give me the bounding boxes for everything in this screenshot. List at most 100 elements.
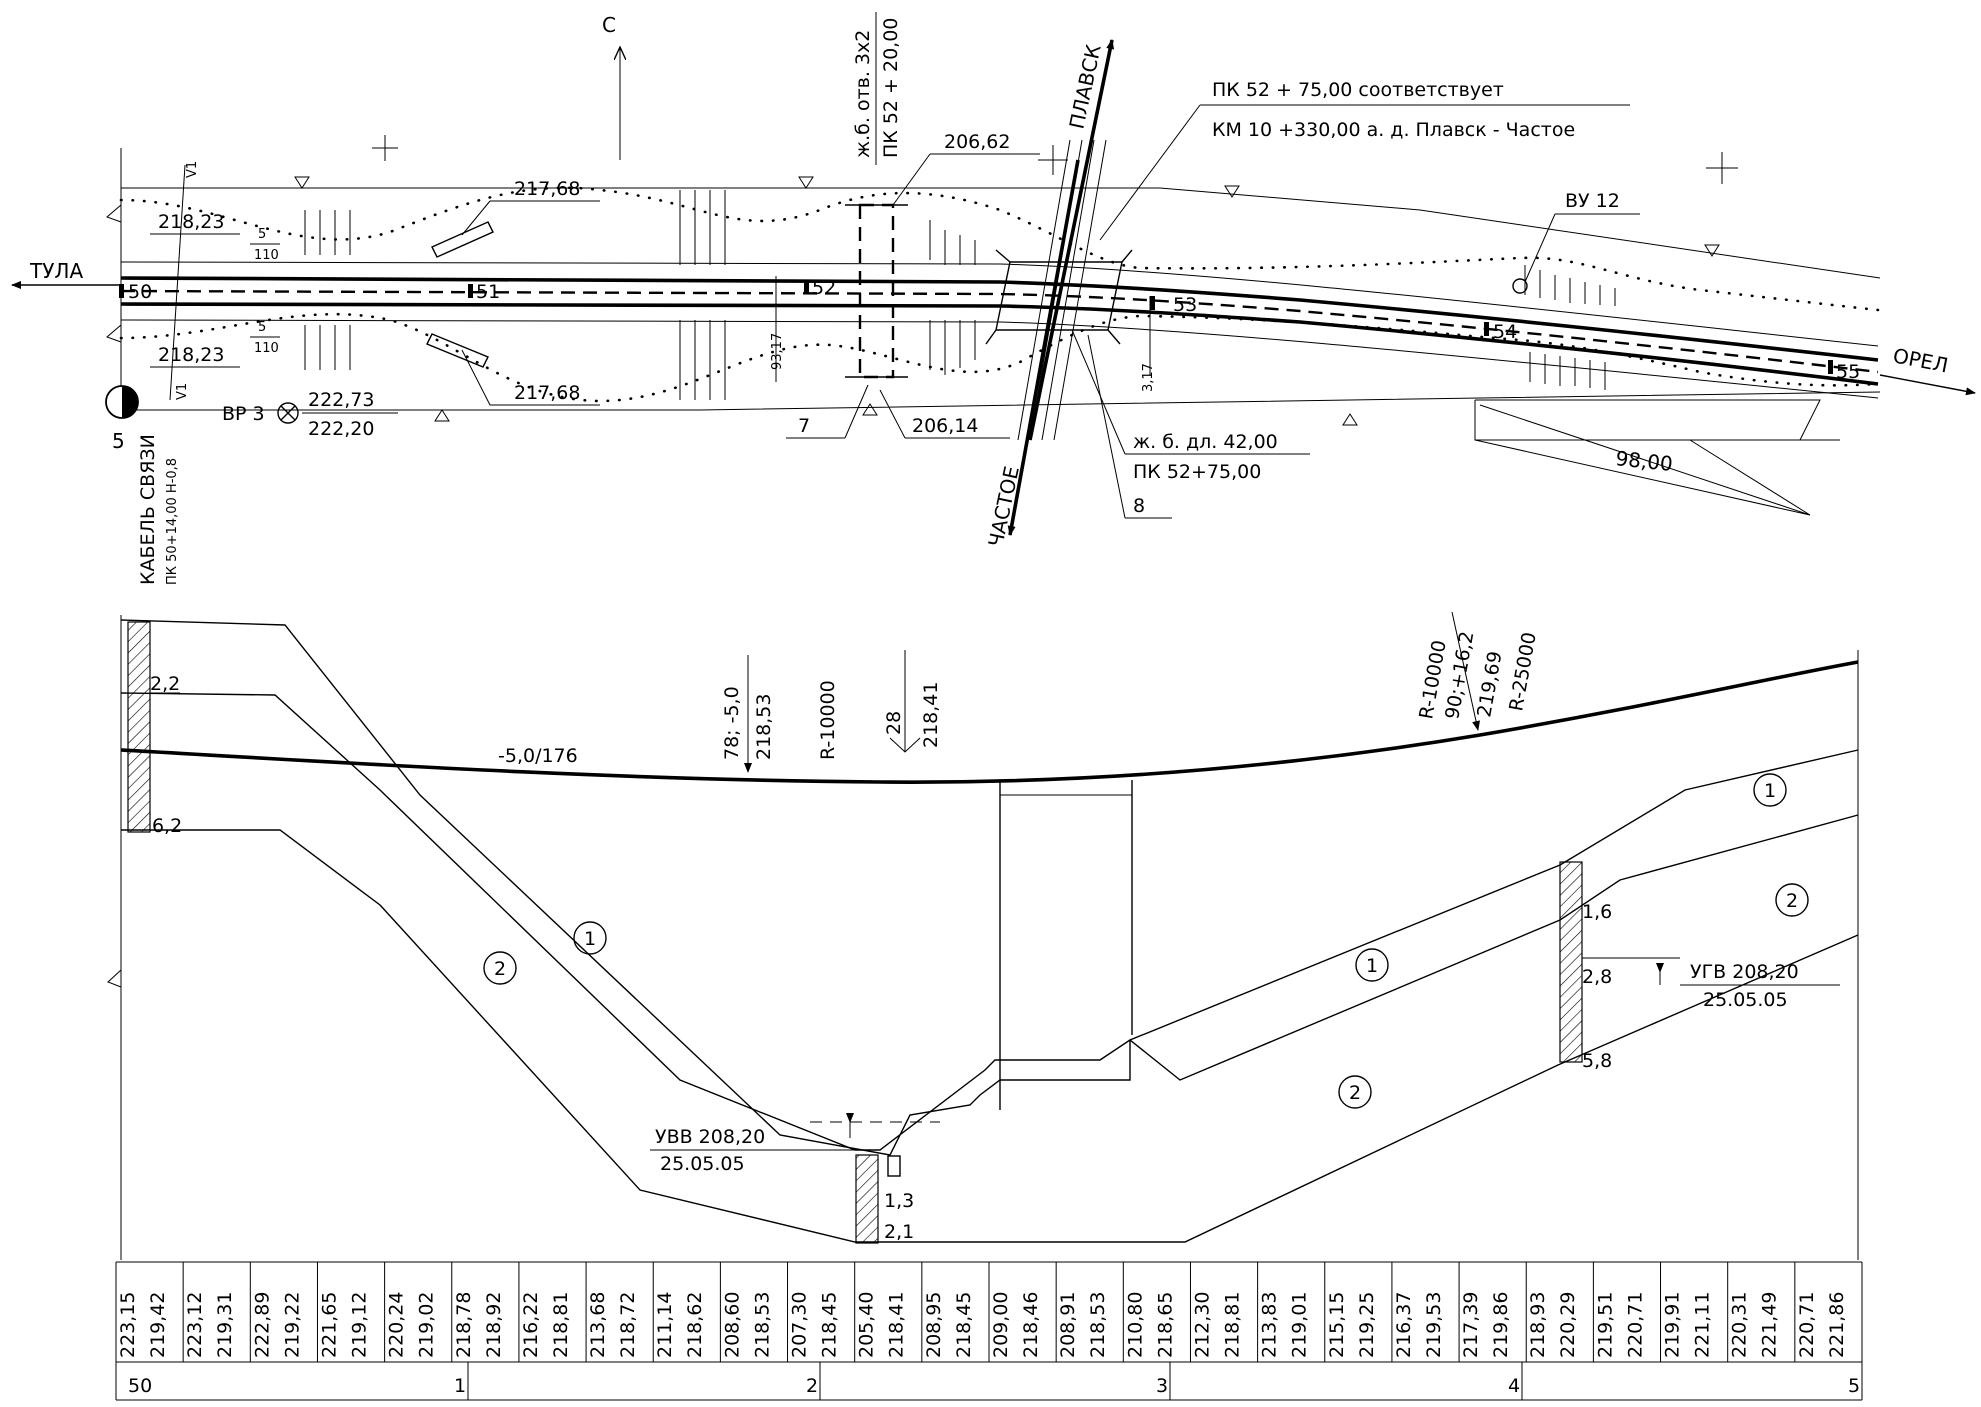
v1-top: V1 [185, 161, 200, 178]
profile-view: 1 2 1 2 1 2 2,2 6,2 1,3 2,1 [107, 611, 1859, 1260]
dir-east-label: ОРЕЛ [1891, 343, 1950, 377]
ground-elevation-cell: 208,91 [1057, 1292, 1079, 1358]
ground-elevation-cell: 207,30 [789, 1292, 811, 1358]
ground-elevation-cell: 219,91 [1662, 1292, 1684, 1358]
bore-depth: 5,8 [1582, 1050, 1612, 1072]
plan-pickets: 50 51 52 53 54 55 [119, 277, 1860, 383]
design-elevation-cell: 218,45 [953, 1292, 975, 1358]
design-elevation-cell: 221,49 [1759, 1292, 1781, 1358]
curve1-line1: 78; -5,0 [721, 686, 743, 760]
table-picket-label: 4 [1508, 1375, 1520, 1397]
crossing-road [1007, 39, 1115, 536]
design-elevation-cell: 218,41 [886, 1292, 908, 1358]
bridge-line2: ПК 52+75,00 [1133, 461, 1261, 483]
dir-south-label: ЧАСТОЕ [983, 464, 1024, 549]
picket-label: 54 [1493, 321, 1517, 343]
layer-number: 2 [494, 958, 506, 980]
design-elevation-cell: 219,86 [1490, 1292, 1512, 1358]
picket-label: 51 [476, 281, 500, 303]
design-elevation-cell: 219,22 [281, 1292, 303, 1358]
curve1-radius: R-10000 [817, 680, 839, 760]
ground-elevation-cell: 208,60 [721, 1292, 743, 1358]
road-centerline [120, 289, 1879, 374]
ground-elevation-cell: 212,30 [1191, 1292, 1213, 1358]
small-dim-label: 3,17 [1141, 363, 1156, 392]
design-elevation-cell: 219,42 [147, 1292, 169, 1358]
road-edge-south [120, 302, 1879, 386]
design-elevation-cell: 219,53 [1423, 1292, 1445, 1358]
km-tick-north: 5 [258, 227, 266, 242]
ground-elevation-cell: 217,39 [1460, 1292, 1482, 1358]
design-elevation-cell: 218,53 [1087, 1292, 1109, 1358]
ground-elevation-cell: 222,89 [251, 1292, 273, 1358]
table-picket-label: 50 [128, 1375, 152, 1397]
design-elevation-cell: 221,11 [1692, 1292, 1714, 1358]
bore-depth: 6,2 [152, 815, 182, 837]
ground-surface [120, 619, 1859, 1156]
ground-elevation-cell: 215,15 [1326, 1292, 1348, 1358]
bore-depth: 2,1 [884, 1221, 914, 1243]
bridge-wing-walls [985, 249, 1133, 345]
road-edge-north [120, 276, 1879, 362]
ground-elevation-cell: 218,93 [1527, 1292, 1549, 1358]
plan-boundary-south [121, 391, 1881, 411]
ground-elevation-cell: 205,40 [856, 1292, 878, 1358]
culvert-line1: ж.б. отв. 3х2 [852, 30, 874, 158]
grid-crosses [372, 135, 1738, 184]
elevation-label: 217,68 [514, 382, 580, 404]
bore-depth: 2,2 [150, 673, 180, 695]
borehole-3: 1,6 2,8 5,8 [1559, 861, 1612, 1072]
curve1-line2: 218,53 [753, 694, 775, 760]
km-tick-south: 5 [258, 320, 266, 335]
vr-top: 222,73 [308, 389, 374, 411]
cable-line [169, 164, 186, 401]
ground-elevation-cell: 208,95 [923, 1292, 945, 1358]
design-elevation-cell: 220,29 [1557, 1292, 1579, 1358]
dir-north-label: ПЛАВСК [1064, 42, 1105, 131]
vr-label: ВР 3 [222, 403, 265, 425]
vr-bottom: 222,20 [308, 418, 374, 440]
bore-depth: 1,6 [1582, 901, 1612, 923]
ugv-date: 25.05.05 [1703, 989, 1788, 1011]
small-dim-label: 93,17 [770, 333, 785, 370]
ground-elevation-cell: 220,71 [1796, 1292, 1818, 1358]
guard-rails [426, 221, 494, 368]
curve2-line1: 28 [883, 711, 905, 735]
elevation-label: 218,23 [158, 344, 224, 366]
grade-label: -5,0/176 [498, 745, 578, 767]
design-elevation-cell: 220,71 [1624, 1292, 1646, 1358]
layer-number: 2 [1349, 1082, 1361, 1104]
design-elevation-cell: 219,31 [214, 1292, 236, 1358]
ground-elevation-cell: 221,65 [318, 1292, 340, 1358]
arrow-east-icon [1879, 374, 1976, 396]
curve2-line2: 218,41 [920, 682, 942, 748]
length-label: 98,00 [1614, 446, 1673, 476]
ground-elevation-cell: 220,24 [386, 1292, 408, 1358]
elevation-label: 206,62 [944, 131, 1010, 153]
culvert [858, 203, 895, 379]
elevation-label: 206,14 [912, 415, 978, 437]
bore-depth: 2,8 [1582, 966, 1612, 988]
plan-elevations: 218,23 218,23 217,68 217,68 206,62 206,1… [150, 131, 1156, 439]
north-label: С [602, 13, 616, 37]
ground-elevation-cell: 223,15 [117, 1292, 139, 1358]
cable-line1: КАБЕЛЬ СВЯЗИ [137, 434, 159, 585]
cable-line2: ПК 50+14,00 Н-0,8 [165, 458, 180, 585]
vu-point-icon [1512, 278, 1528, 294]
layer-number: 1 [584, 928, 596, 950]
ground-elevation-cell: 216,22 [520, 1292, 542, 1358]
culvert-line2: ПК 52 + 20,00 [880, 18, 902, 158]
plan-boundary-north [121, 187, 1881, 279]
road-shoulder-north [120, 261, 1879, 347]
layer-number: 1 [1366, 955, 1378, 977]
plan-view: С [11, 12, 1976, 585]
layer-boundary-1 [120, 692, 1859, 1151]
vr-point-icon [277, 402, 299, 424]
borehole-1: 2,2 6,2 [127, 621, 200, 837]
layer-boundary-2 [121, 829, 1859, 1243]
elevation-label: 218,23 [158, 211, 224, 233]
ground-elevation-cell: 219,51 [1594, 1292, 1616, 1358]
design-elevation-cell: 219,01 [1289, 1292, 1311, 1358]
note-line2: КМ 10 +330,00 а. д. Плавск - Частое [1212, 119, 1575, 141]
